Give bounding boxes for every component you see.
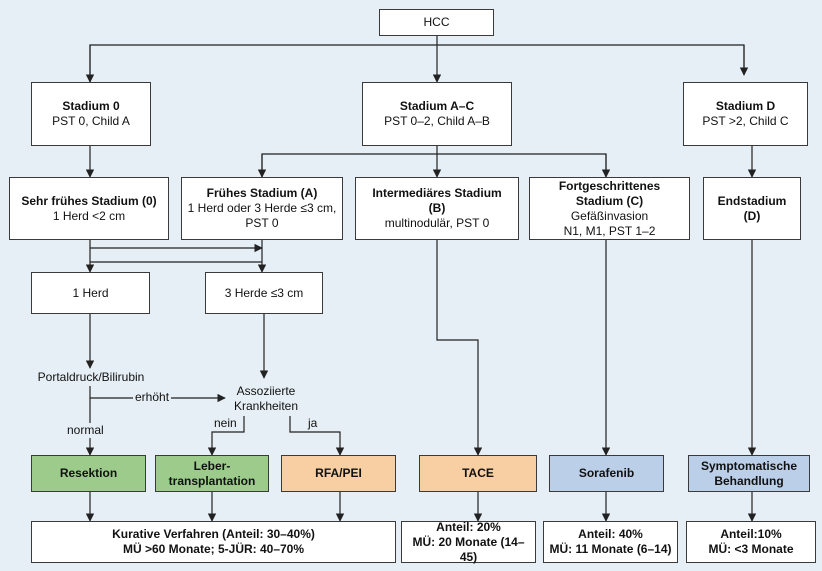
treatment-symptomatic-line2: Behandlung	[714, 473, 784, 488]
outcome-sorafenib-line1: Anteil: 40%	[578, 527, 643, 541]
edge-assoc-yes	[289, 416, 345, 456]
treatment-transplant: Leber- transplantation	[155, 455, 269, 492]
edge-intermediate-tace	[436, 240, 483, 456]
treatment-sorafenib-label: Sorafenib	[578, 466, 635, 480]
node-hcc: HCC	[379, 9, 494, 36]
outcome-curative-line1: Kurative Verfahren (Anteil: 30–40%)	[112, 527, 315, 541]
node-advanced-title2: Stadium (C)	[575, 193, 644, 208]
node-one-focus-label: 1 Herd	[72, 285, 109, 300]
edge-hcc-branch	[89, 44, 745, 82]
edge-label-normal: normal	[65, 423, 106, 438]
treatment-resection: Resektion	[31, 455, 146, 492]
treatment-symptomatic-line1: Symptomatische	[700, 458, 798, 473]
node-three-foci: 3 Herde ≤3 cm	[205, 272, 323, 314]
node-intermediate-sub: multinodulär, PST 0	[384, 216, 490, 230]
node-portal-pressure: Portaldruck/Bilirubin	[37, 370, 145, 385]
node-stage-ac-sub: PST 0–2, Child A–B	[384, 114, 490, 128]
node-intermediate-title1: Intermediäres Stadium	[372, 186, 502, 200]
node-intermediate-stage: Intermediäres Stadium (B) multinodulär, …	[355, 177, 519, 240]
node-stage-ac: Stadium A–C PST 0–2, Child A–B	[362, 82, 512, 146]
outcome-tace: Anteil: 20% MÜ: 20 Monate (14–45)	[401, 519, 536, 564]
node-portal-label: Portaldruck/Bilirubin	[37, 370, 145, 384]
node-advanced-stage: Fortgeschrittenes Stadium (C) Gefäßinvas…	[529, 177, 690, 240]
treatment-transplant-line2: transplantation	[168, 473, 256, 488]
outcome-curative: Kurative Verfahren (Anteil: 30–40%) MÜ >…	[31, 521, 396, 563]
treatment-symptomatic: Symptomatische Behandlung	[688, 455, 810, 492]
edge-stageac-branch	[261, 153, 607, 177]
edge-label-yes: ja	[308, 416, 318, 430]
outcome-symptomatic-line2: MÜ: <3 Monate	[708, 542, 794, 556]
outcome-tace-line2: MÜ: 20 Monate (14–45)	[412, 534, 525, 564]
node-early-sub2: PST 0	[245, 216, 279, 230]
outcome-sorafenib: Anteil: 40% MÜ: 11 Monate (6–14)	[543, 521, 678, 563]
outcome-symptomatic-line1: Anteil:10%	[720, 527, 782, 541]
node-stage-0-title: Stadium 0	[62, 99, 120, 113]
node-assoc-line2: Krankheiten	[233, 399, 299, 413]
outcome-sorafenib-line2: MÜ: 11 Monate (6–14)	[549, 542, 672, 556]
node-assoc-line1: Assoziierte	[236, 384, 296, 398]
node-very-early-stage: Sehr frühes Stadium (0) 1 Herd <2 cm	[9, 177, 169, 240]
node-hcc-label: HCC	[423, 15, 450, 29]
node-three-foci-label: 3 Herde ≤3 cm	[224, 285, 304, 300]
node-stage-0-sub: PST 0, Child A	[52, 114, 130, 128]
node-end-title1: Endstadium	[717, 193, 787, 208]
node-stage-d: Stadium D PST >2, Child C	[683, 82, 808, 146]
node-advanced-sub2: N1, M1, PST 1–2	[563, 223, 656, 238]
node-advanced-sub1: Gefäßinvasion	[570, 208, 649, 223]
node-early-sub1: 1 Herd oder 3 Herde ≤3 cm,	[187, 201, 337, 215]
node-intermediate-title2: (B)	[428, 201, 446, 215]
node-very-early-sub: 1 Herd <2 cm	[52, 208, 126, 223]
node-early-stage: Frühes Stadium (A) 1 Herd oder 3 Herde ≤…	[181, 177, 343, 240]
node-one-focus: 1 Herd	[31, 272, 150, 314]
edge-label-elevated: erhöht	[133, 390, 172, 405]
node-early-title: Frühes Stadium (A)	[206, 186, 318, 200]
treatment-tace: TACE	[419, 455, 537, 492]
node-very-early-title: Sehr frühes Stadium (0)	[21, 193, 157, 208]
node-associated-diseases: Assoziierte Krankheiten	[226, 384, 306, 414]
node-end-stage: Endstadium (D)	[703, 177, 801, 240]
node-stage-d-title: Stadium D	[715, 99, 776, 113]
treatment-transplant-line1: Leber-	[193, 458, 231, 473]
edge-assoc-no	[207, 416, 245, 456]
treatment-sorafenib: Sorafenib	[549, 455, 664, 492]
outcome-tace-line1: Anteil: 20%	[436, 519, 501, 534]
outcome-curative-line2: MÜ >60 Monate; 5-JÜR: 40–70%	[122, 542, 305, 556]
edge-label-no: nein	[214, 416, 237, 430]
node-stage-ac-title: Stadium A–C	[399, 99, 475, 113]
treatment-rfa-pei: RFA/PEI	[281, 455, 396, 492]
node-stage-d-sub: PST >2, Child C	[702, 114, 789, 128]
node-stage-0: Stadium 0 PST 0, Child A	[31, 82, 151, 146]
treatment-rfa-label: RFA/PEI	[315, 466, 362, 480]
outcome-symptomatic: Anteil:10% MÜ: <3 Monate	[686, 521, 816, 563]
treatment-resection-label: Resektion	[59, 466, 118, 480]
treatment-tace-label: TACE	[462, 466, 494, 480]
node-advanced-title1: Fortgeschrittenes	[558, 178, 661, 193]
node-end-title2: (D)	[743, 208, 761, 223]
